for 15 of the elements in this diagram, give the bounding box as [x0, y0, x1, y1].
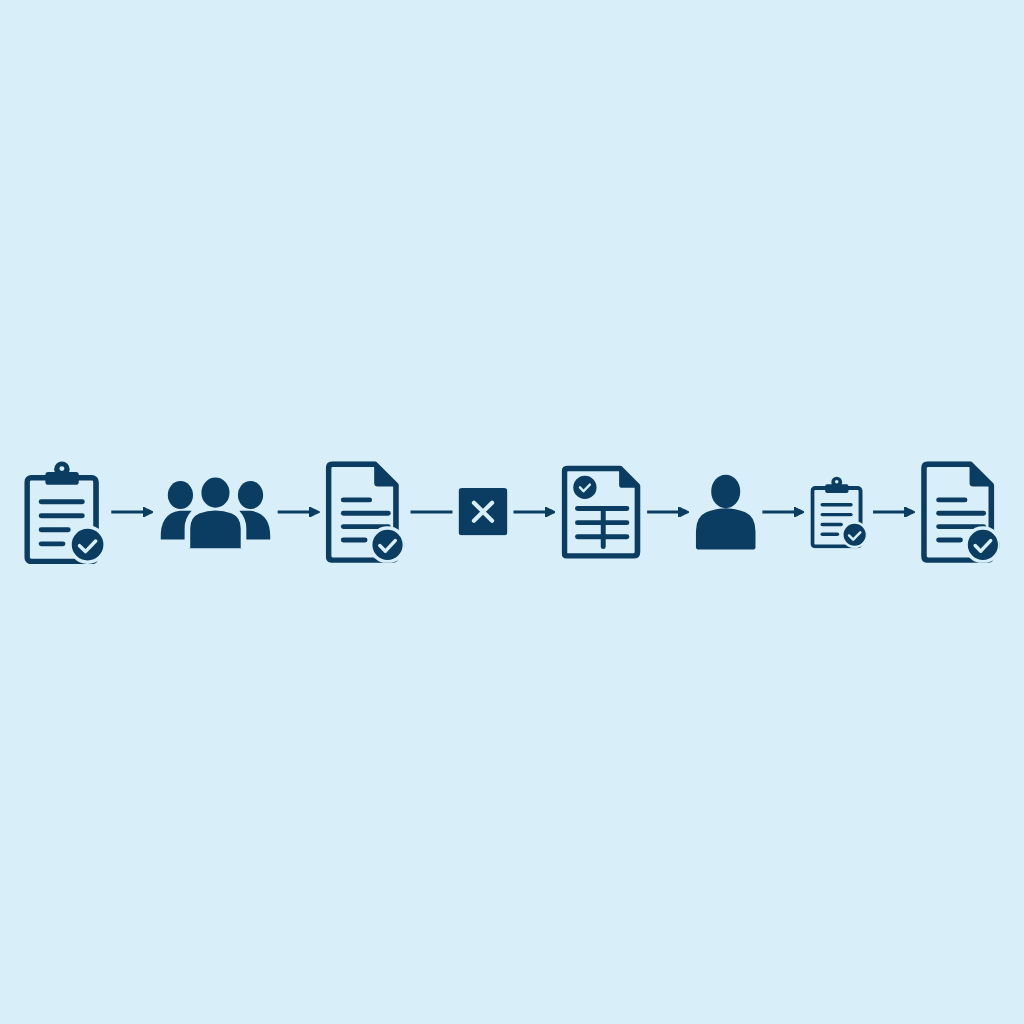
arrow	[873, 506, 916, 518]
document-check-icon	[325, 461, 405, 563]
document-table-icon	[561, 465, 641, 559]
arrow	[111, 506, 154, 518]
document-check-icon	[921, 461, 1000, 563]
clipboard-check-icon	[24, 460, 106, 564]
arrow	[647, 506, 690, 518]
person-icon	[695, 473, 757, 551]
connector-line	[410, 510, 453, 514]
cross-square-icon	[458, 487, 508, 536]
arrow	[513, 506, 556, 518]
arrow	[762, 506, 805, 518]
arrow	[277, 506, 321, 518]
people-group-icon	[159, 475, 272, 548]
clipboard-check-icon	[810, 475, 867, 549]
